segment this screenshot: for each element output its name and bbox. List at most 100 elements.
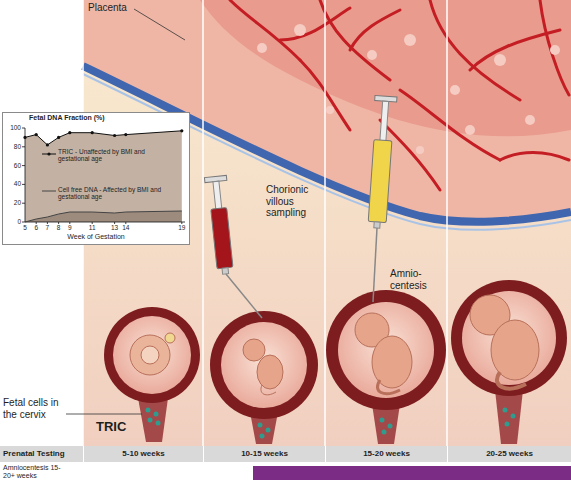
tric-line (25, 131, 182, 145)
chart-axis (114, 222, 115, 224)
fetal-cells (156, 421, 161, 426)
tric-line (25, 131, 182, 145)
legend-sample (42, 187, 56, 195)
embryo (497, 372, 526, 388)
fetal-cells (146, 408, 516, 439)
callout-label: Placenta (88, 2, 127, 14)
cvs-syringe (204, 175, 236, 275)
cervix (138, 390, 523, 444)
fetal-cells (505, 422, 510, 427)
fetal-cells (388, 424, 393, 429)
amniocentesis-bar (253, 466, 571, 480)
embryo (372, 336, 412, 388)
amnio-syringe (380, 101, 389, 141)
embryo (165, 333, 175, 343)
row-label: Amniocentesis 15-20+ weeks (0, 463, 62, 480)
tric-point (91, 131, 94, 134)
chart-axis (58, 222, 59, 224)
node-text: 5-10 weeks (122, 449, 164, 458)
column-divider (202, 0, 204, 446)
callout-label: TRIC (96, 420, 126, 435)
amniocentesis-bar (253, 466, 571, 480)
node-text: 20-25 weeks (486, 449, 533, 458)
placenta-vessel (230, 0, 300, 60)
chart-axis (47, 222, 48, 224)
leader-line (134, 9, 185, 40)
legend-sample-line (42, 191, 56, 192)
fetal-cells (503, 408, 508, 413)
cvs-needle (226, 274, 262, 318)
embryo (141, 346, 159, 364)
amnio-needle (373, 228, 377, 302)
axis-tick-label: 13 (109, 224, 121, 231)
embryo (377, 380, 400, 394)
legend-text: Cell free DNA - Affected by BMI and gest… (58, 186, 176, 201)
period-cell: 15-20 weeks (325, 446, 447, 462)
chart-axis (22, 128, 25, 129)
placenta-villus (465, 125, 475, 135)
placenta-vessel (500, 153, 569, 161)
node-text: 10-15 weeks (241, 449, 288, 458)
fetal-cells (148, 418, 153, 423)
chart-axis (181, 222, 182, 224)
placenta-villus (257, 24, 560, 154)
amnio-syringe (366, 96, 397, 229)
chart-axis (22, 146, 25, 147)
embryo (491, 320, 539, 380)
gestational-sac (113, 316, 191, 394)
placenta-vessel (280, 8, 350, 40)
axis-tick-label: 20 (2, 199, 21, 206)
amnio-syringe (374, 222, 380, 228)
cervix (495, 390, 523, 444)
tric-point (113, 134, 116, 137)
tric-point (46, 143, 49, 146)
chart-area (25, 211, 182, 222)
axis-tick-label: 100 (2, 124, 21, 131)
axis-tick-label: 8 (53, 224, 65, 231)
embryo (261, 385, 276, 395)
tric-point (35, 133, 38, 136)
chart-area (25, 131, 182, 222)
chart-axis (92, 222, 93, 224)
chart-axis (36, 222, 37, 224)
node-text: 15-20 weeks (363, 449, 410, 458)
uterine-wall (210, 311, 318, 419)
amnio-syringe (368, 140, 392, 223)
chart-axis (22, 128, 185, 224)
uterine-wall (451, 280, 567, 396)
cvs-syringe (222, 268, 229, 275)
fetal-cells (382, 430, 387, 435)
node-text: Amniocentesis 15-20+ weeks (3, 464, 62, 479)
gestational-sac (462, 291, 556, 385)
embryo (130, 335, 170, 375)
axis-tick-label: 6 (30, 224, 42, 231)
axis-tick-label: 80 (2, 143, 21, 150)
period-cell: 10-15 weeks (203, 446, 325, 462)
fetal-cells (511, 414, 516, 419)
fetal-cells (146, 408, 151, 413)
tric-point (23, 129, 183, 146)
callout-label: Fetal cells in the cervix (3, 397, 67, 420)
column-divider (324, 0, 326, 446)
amnio-needle (373, 228, 377, 302)
tric-point (124, 133, 127, 136)
placenta-vessel (400, 90, 500, 160)
placenta-villus (367, 50, 377, 60)
chart-axis (25, 222, 185, 223)
embryo (243, 339, 265, 361)
gestational-sac (113, 291, 556, 408)
chart-axis (22, 222, 25, 223)
chart-axis (25, 128, 26, 222)
placenta-villus (494, 54, 506, 66)
tric-point (57, 136, 60, 139)
node-text: Week of Gestation (3, 233, 189, 241)
placenta-villus (550, 45, 560, 55)
placenta-vessel (430, 0, 520, 100)
chart-area (25, 131, 182, 222)
placenta-villus (404, 34, 416, 46)
node-text: Fetal DNA Fraction (%) (29, 114, 105, 122)
chart-axis (125, 222, 126, 224)
axis-tick-label: 14 (120, 224, 132, 231)
axis-tick-label: 60 (2, 162, 21, 169)
axis-tick-label: 9 (64, 224, 76, 231)
